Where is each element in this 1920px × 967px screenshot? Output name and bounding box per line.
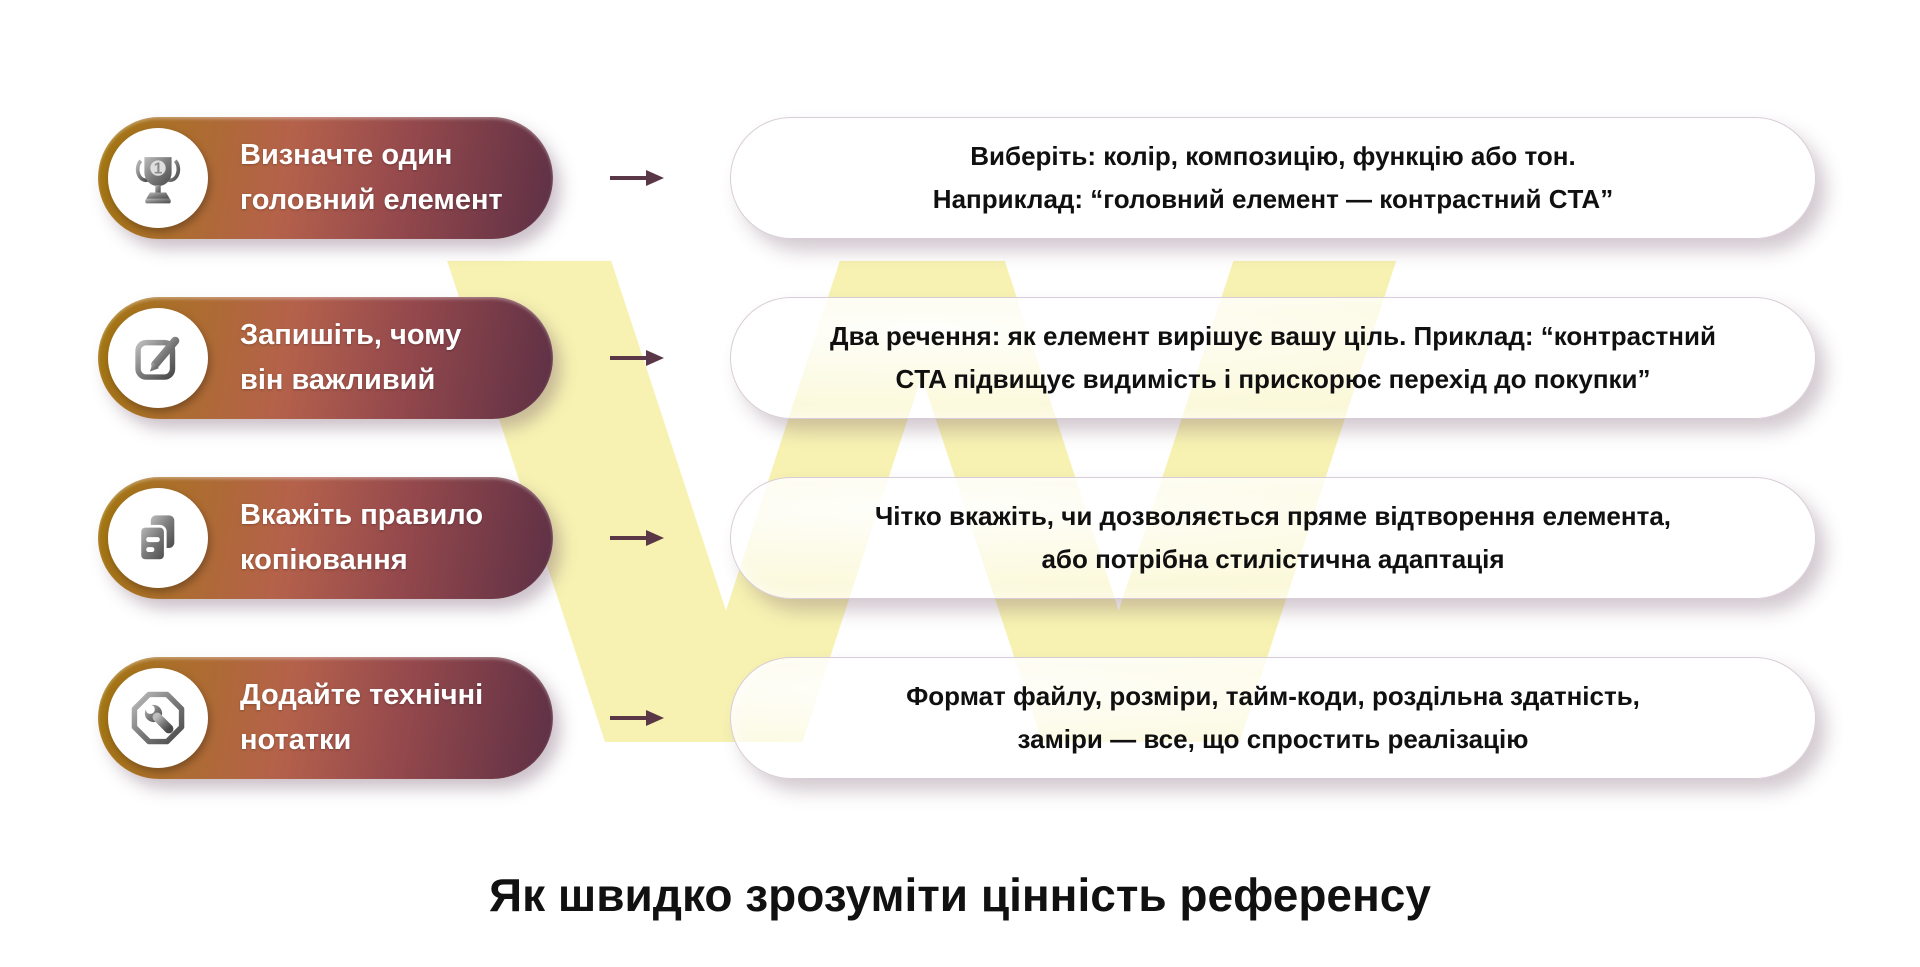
step-row-1: Визначте один головний елемент Виберіть:… xyxy=(0,117,1920,239)
step-label-line: Додайте технічні xyxy=(240,679,484,711)
step-label-line: нотатки xyxy=(240,724,352,756)
copy-documents-icon xyxy=(129,509,187,567)
step-description-4: Формат файлу, розміри, тайм-коди, розділ… xyxy=(730,657,1816,779)
step-label-line: Визначте один xyxy=(240,139,453,171)
step-label: Вкажіть правило копіювання xyxy=(240,477,533,599)
description-line: або потрібна стилістична адаптація xyxy=(1041,544,1505,574)
step-label: Запишіть, чому він важливий xyxy=(240,297,533,419)
step-label-line: Запишіть, чому xyxy=(240,319,462,351)
description-line: CTA підвищує видимість і прискорює перех… xyxy=(895,364,1651,394)
step-badge-4: Додайте технічні нотатки xyxy=(98,657,553,779)
arrow-icon xyxy=(608,706,664,730)
step-description-2: Два речення: як елемент вирішує вашу ціл… xyxy=(730,297,1816,419)
description-line: заміри — все, що спростить реалізацію xyxy=(1017,724,1529,754)
description-line: Два речення: як елемент вирішує вашу ціл… xyxy=(830,321,1716,351)
description-line: Виберіть: колір, композицію, функцію або… xyxy=(970,141,1576,171)
arrow-icon xyxy=(608,526,664,550)
icon-circle xyxy=(108,128,208,228)
step-label-line: копіювання xyxy=(240,544,408,576)
arrow-icon xyxy=(608,166,664,190)
trophy-number-one-icon xyxy=(129,149,187,207)
icon-circle xyxy=(108,308,208,408)
step-badge-2: Запишіть, чому він важливий xyxy=(98,297,553,419)
arrow-icon xyxy=(608,346,664,370)
description-line: Чітко вкажіть, чи дозволяється пряме від… xyxy=(874,501,1672,531)
step-description-3: Чітко вкажіть, чи дозволяється пряме від… xyxy=(730,477,1816,599)
step-badge-1: Визначте один головний елемент xyxy=(98,117,553,239)
step-row-2: Запишіть, чому він важливий Два речення:… xyxy=(0,297,1920,419)
step-badge-3: Вкажіть правило копіювання xyxy=(98,477,553,599)
step-row-4: Додайте технічні нотатки Формат файлу, р… xyxy=(0,657,1920,779)
icon-circle xyxy=(108,488,208,588)
step-label: Додайте технічні нотатки xyxy=(240,657,533,779)
wrench-octagon-icon xyxy=(129,689,187,747)
step-label-line: Вкажіть правило xyxy=(240,499,484,531)
step-row-3: Вкажіть правило копіювання Чітко вкажіть… xyxy=(0,477,1920,599)
step-label: Визначте один головний елемент xyxy=(240,117,533,239)
page-title: Як швидко зрозуміти цінність референсу xyxy=(489,869,1431,921)
step-label-line: головний елемент xyxy=(240,184,503,216)
icon-circle xyxy=(108,668,208,768)
description-line: Формат файлу, розміри, тайм-коди, розділ… xyxy=(906,681,1640,711)
edit-pencil-icon xyxy=(129,329,187,387)
step-label-line: він важливий xyxy=(240,364,436,396)
step-description-1: Виберіть: колір, композицію, функцію або… xyxy=(730,117,1816,239)
description-line: Наприклад: “головний елемент — контрастн… xyxy=(932,184,1614,214)
